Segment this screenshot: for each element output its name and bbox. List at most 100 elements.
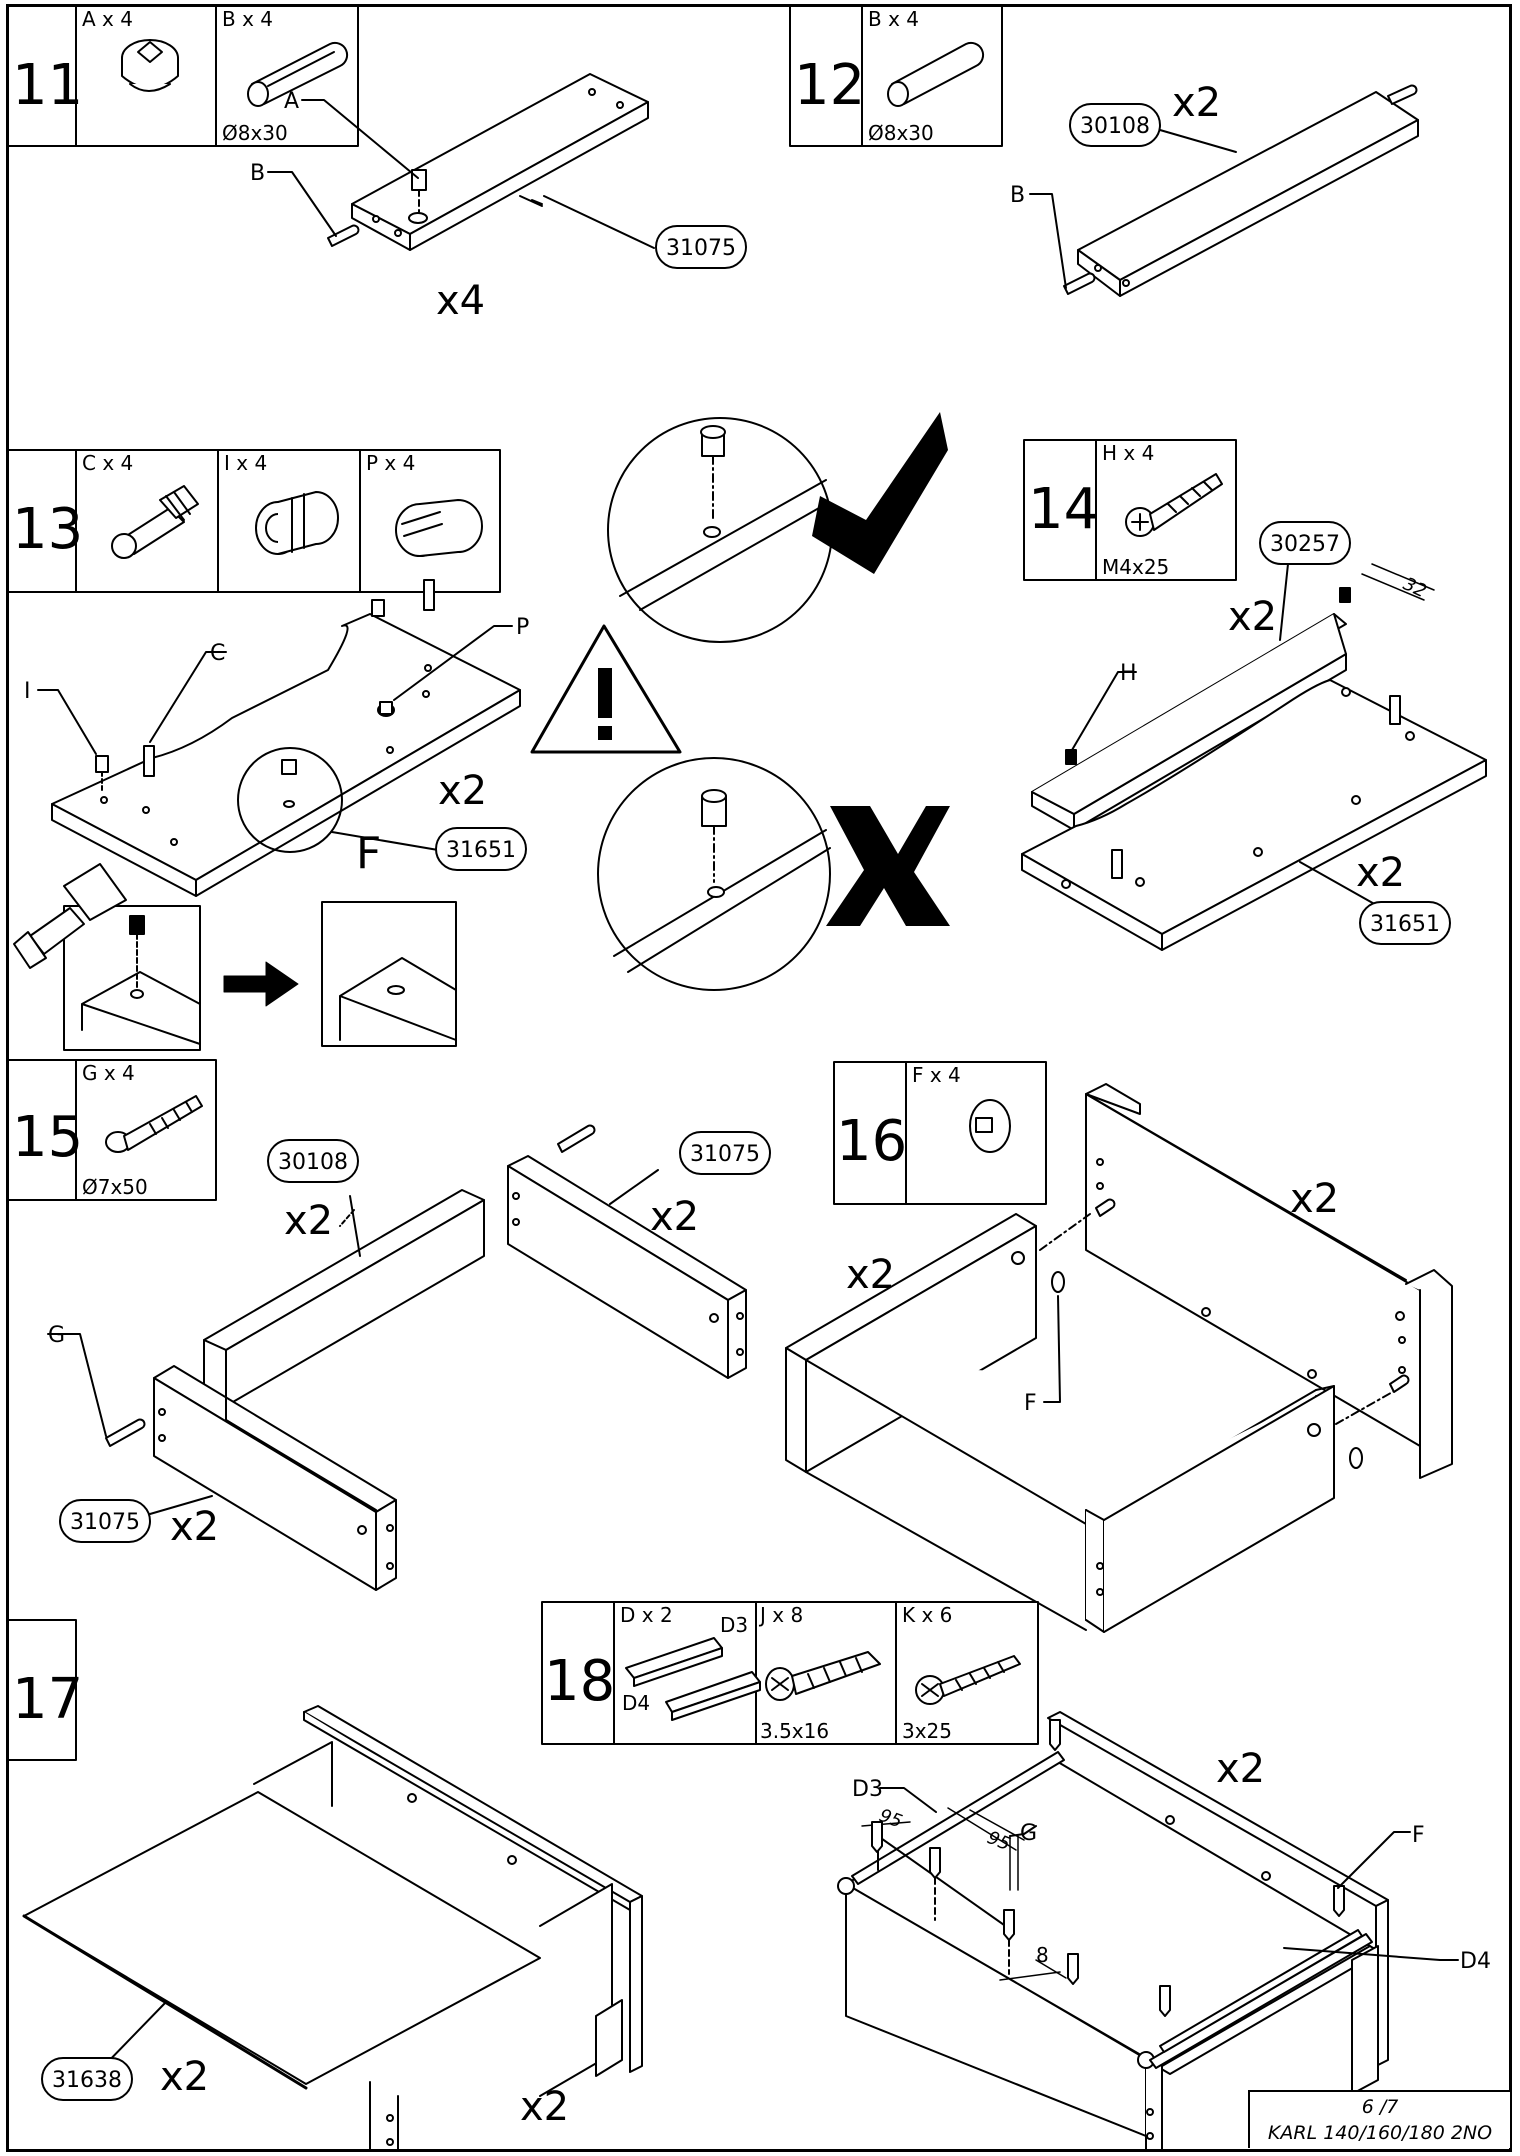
callout-31075-box [655,225,747,269]
label-b: B [250,161,265,186]
label-d3: D3 [852,1777,883,1802]
step-18-part-j-size: 3.5x16 [760,1719,829,1743]
step-18-part-k-size: 3x25 [902,1719,952,1743]
callout-31651: 31651 [446,838,516,863]
page-number: 6 /7 [1361,2096,1399,2118]
label-a: A [284,89,299,114]
step-16-quantity-b: x2 [846,1252,895,1298]
callout-30108: 30108 [1080,114,1150,139]
step-12-part-b-label: B x 4 [868,7,919,31]
step-14-rail [1031,613,1347,831]
step-11-part-a-label: A x 4 [82,7,133,31]
callout-30257: 30257 [1270,532,1340,557]
step-13-part-c-label: C x 4 [82,451,133,475]
step-16-number: 16 [836,1109,907,1174]
step-12-part-b-size: Ø8x30 [868,121,934,145]
correct-detail [607,412,948,643]
step-11-leaders [267,99,655,249]
step-16-box [785,1213,1335,1633]
step-17-drawer [253,1705,643,2151]
step-18-part-j-label: J x 8 [758,1603,803,1627]
step-17-quantity-a: x2 [160,2054,209,2100]
step-12-quantity: x2 [1172,80,1221,126]
step-11-number: 11 [12,53,83,118]
callout-31075-15a: 31075 [690,1142,760,1167]
washer-f-icon [969,1099,1011,1153]
step-13-part-i-label: I x 4 [224,451,267,475]
step-13-panel [51,579,521,897]
drawer-bottom-panel [23,1791,541,2085]
page-footer: 6 /7 KARL 140/160/180 2NO [1248,2090,1510,2148]
label-g-18: G [1020,1821,1037,1846]
step-13-part-p-label: P x 4 [366,451,415,475]
step-18-number: 18 [544,1649,615,1714]
incorrect-detail [597,757,950,991]
check-icon [812,412,948,574]
label-d4: D4 [1460,1949,1491,1974]
step-18-part-d-label: D x 2 [620,1603,673,1627]
callout-31075-15b: 31075 [70,1510,140,1535]
callout-30108-15: 30108 [278,1150,348,1175]
step-14-quantity-bottom: x2 [1356,850,1405,896]
step-11-header [7,5,359,147]
drawer-slide-d3 [851,1751,1065,1885]
step-18-quantity: x2 [1216,1746,1265,1792]
dowel-icon [247,41,349,107]
bolt-c-icon [111,485,199,559]
step-18-part-d3: D3 [720,1613,748,1637]
step-18-part-d4: D4 [622,1691,650,1715]
screw-j-icon [765,1651,881,1701]
dimension-8: 8 [1036,1943,1049,1967]
step-13-quantity: x2 [438,768,487,814]
step-15-part-g-label: G x 4 [82,1061,135,1085]
label-f-18: F [1412,1823,1425,1848]
screw-g-icon [105,1095,203,1153]
screw-h-icon [1125,473,1223,537]
step-15-side-panel-left [153,1365,397,1591]
cam-lock-icon [121,39,179,92]
step-15-number: 15 [12,1105,83,1170]
step-15-quantity-c: x2 [170,1504,219,1550]
hammer-detail [13,863,201,1051]
callout-31075: 31075 [666,236,736,261]
step-16: 16 F x 4 [785,1061,1453,1633]
label-f-16: F [1024,1391,1037,1416]
label-p: P [516,615,529,640]
label-b-12: B [1010,183,1025,208]
step-14: 14 H x 4 M4x25 30257 x2 32 [1021,439,1487,951]
step-11-part-b-label: B x 4 [222,7,273,31]
slide-rail-icon [625,1637,761,1721]
insert-i-icon [255,491,339,555]
label-c: C [210,641,225,666]
step-11: 11 A x 4 B x 4 Ø8x30 [7,5,747,324]
step-14-number: 14 [1028,477,1099,542]
callout-31638: 31638 [52,2068,122,2093]
step-12-number: 12 [794,53,865,118]
step-18-part-k-label: K x 6 [902,1603,952,1627]
step-11-part-b-size: Ø8x30 [222,121,288,145]
step-14-part-h-size: M4x25 [1102,555,1169,579]
step-16-quantity-a: x2 [1290,1176,1339,1222]
hammer-result-detail [321,901,457,1047]
step-16-part-f-label: F x 4 [912,1063,961,1087]
cap-p-icon [395,499,483,557]
step-18-screws [871,1719,1345,2017]
step-15-quantity-a: x2 [284,1198,333,1244]
model-name: KARL 140/160/180 2NO [1267,2122,1493,2144]
step-18-drawer [837,1711,1389,2151]
label-f-13: F [356,828,381,879]
step-16-drawer-front [1085,1083,1453,1479]
step-18: 18 D x 2 D3 D4 J x 8 3.5x16 K x 6 3x25 [541,1601,1491,2151]
step-11-quantity: x4 [436,278,485,324]
step-13-number: 13 [12,497,83,562]
step-15-side-panel-right [507,1155,747,1379]
label-g-15: G [48,1323,65,1348]
screw-k-icon [915,1655,1021,1705]
label-h: H [1120,661,1137,686]
step-14-quantity-top: x2 [1228,594,1277,640]
label-i: I [24,679,31,704]
step-17-quantity-b: x2 [520,2084,569,2130]
step-17-number: 17 [12,1667,83,1732]
step-12-panel [1063,84,1419,297]
step-13: 13 C x 4 I x 4 P x 4 [7,449,529,1051]
